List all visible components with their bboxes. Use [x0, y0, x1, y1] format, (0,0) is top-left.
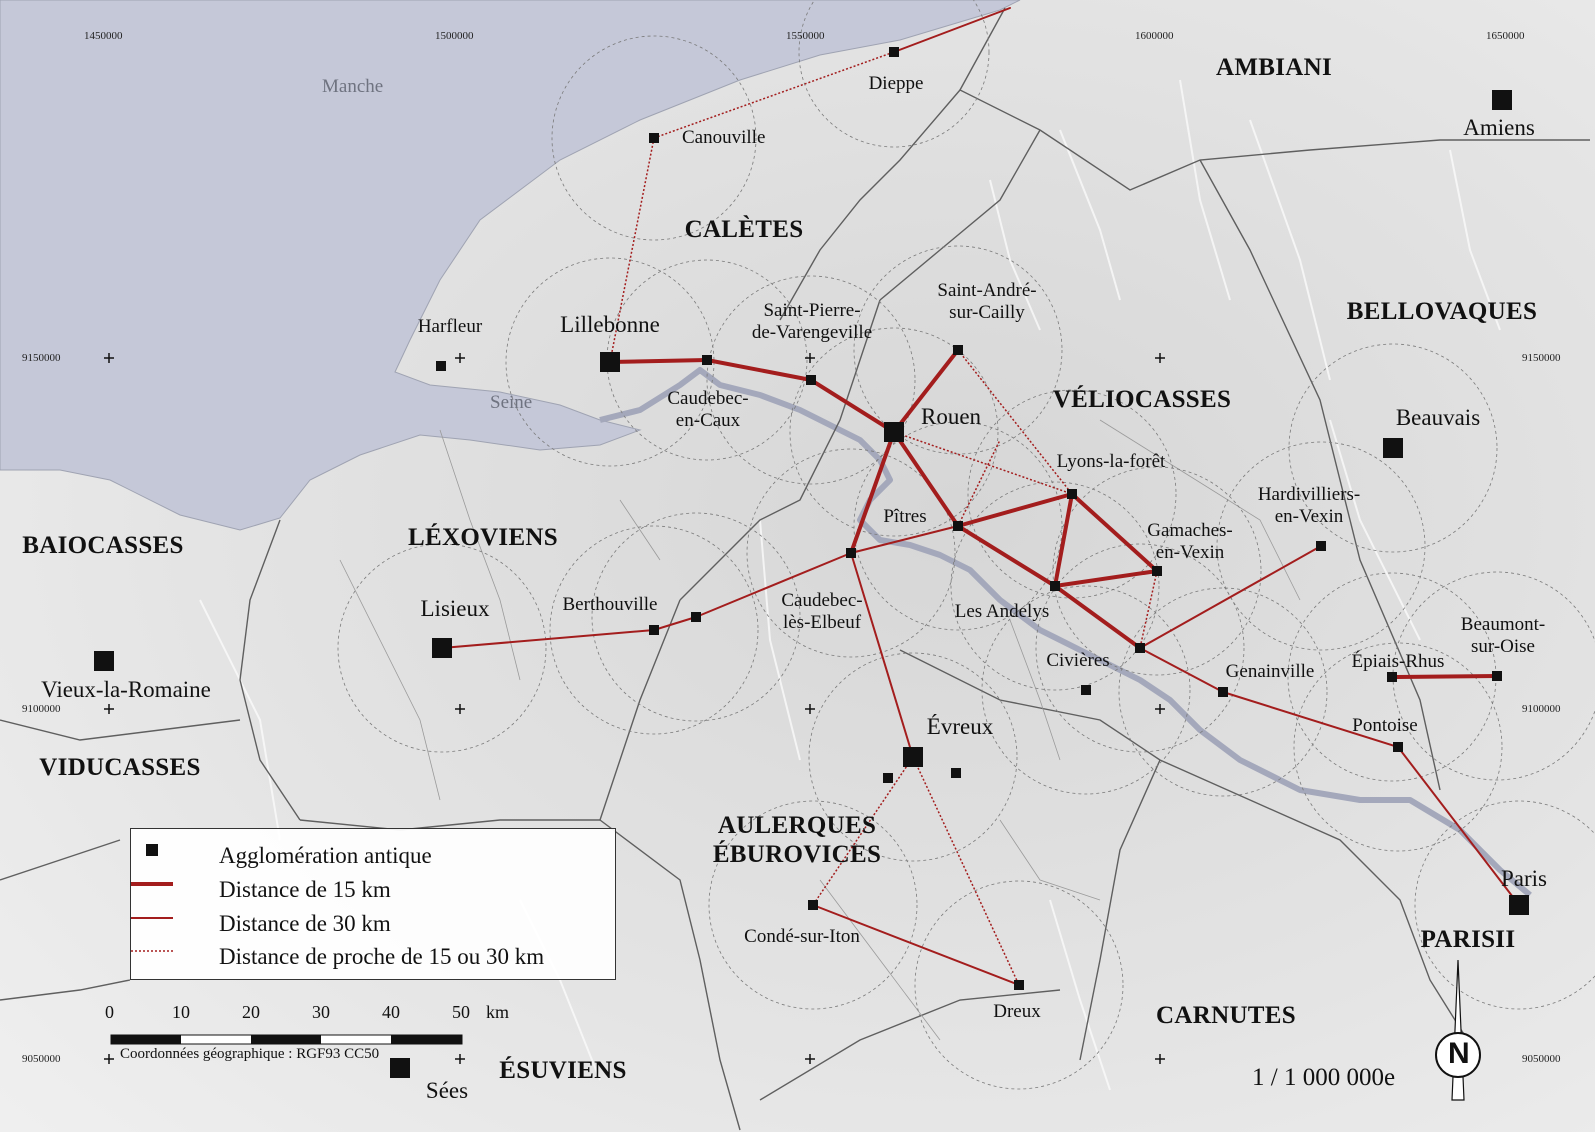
square-marker-icon — [146, 844, 158, 856]
place-label-lyons-la-foret: Lyons-la-forêt — [1056, 451, 1166, 472]
tribal-boundaries — [0, 7, 1590, 1131]
routes-30km — [441, 7, 1520, 986]
place-label-les-andelys: Les Andelys — [954, 601, 1050, 622]
legend-item-15km: Distance de 15 km — [131, 875, 615, 905]
tribe-label-baiocasses: BAIOCASSES — [22, 532, 184, 559]
place-label-hardivilliers-en-vexin: Hardivilliers- en-Vexin — [1257, 484, 1361, 527]
place-label-pitres: Pîtres — [883, 506, 927, 527]
place-label-paris: Paris — [1501, 866, 1547, 891]
place-label-beaumont-sur-oise: Beaumont- sur-Oise — [1460, 614, 1546, 657]
tribe-label-veliocasses: VÉLIOCASSES — [1052, 386, 1232, 413]
place-label-civieres: Civières — [1046, 650, 1110, 671]
coord-label-y: 9050000 — [1522, 1053, 1561, 1065]
tribe-label-aulerques-eburovices: AULERQUES ÉBUROVICES — [712, 812, 882, 868]
place-label-pontoise: Pontoise — [1352, 715, 1418, 736]
scale-ratio: 1 / 1 000 000e — [1252, 1064, 1396, 1091]
place-label-beauvais: Beauvais — [1395, 405, 1481, 430]
legend-item-agglomeration: Agglomération antique — [131, 841, 615, 871]
scale-tick-label: 20 — [242, 1002, 260, 1022]
coord-label-x: 1550000 — [786, 30, 825, 42]
river-label: Seine — [490, 392, 533, 413]
tribe-label-bellovaques: BELLOVAQUES — [1346, 298, 1538, 325]
legend-label: Distance de 15 km — [219, 877, 391, 902]
tribe-label-parisii: PARISII — [1420, 926, 1516, 953]
coord-label-x: 1600000 — [1135, 30, 1174, 42]
scale-tick-label: 30 — [312, 1002, 330, 1022]
legend-label: Distance de 30 km — [219, 911, 391, 936]
place-label-genainville: Genainville — [1225, 661, 1315, 682]
coord-label-y: 9050000 — [22, 1053, 61, 1065]
north-arrow-icon — [1435, 959, 1481, 1101]
tribe-label-caletes: CALÈTES — [684, 216, 804, 243]
place-label-harfleur: Harfleur — [417, 316, 483, 337]
place-label-vieux-la-romaine: Vieux-la-Romaine — [41, 677, 211, 702]
map-legend: Agglomération antique Distance de 15 km … — [130, 828, 616, 980]
north-label: N — [1448, 1037, 1470, 1070]
scale-tick-label: 40 — [382, 1002, 400, 1022]
place-label-caudebec-les-elbeuf: Caudebec- lès-Elbeuf — [781, 590, 863, 633]
legend-label: Agglomération antique — [219, 843, 432, 868]
place-label-dreux: Dreux — [993, 1001, 1041, 1022]
place-label-evreux: Évreux — [926, 714, 994, 739]
legend-label: Distance de proche de 15 ou 30 km — [219, 944, 545, 969]
scale-unit-label: km — [486, 1002, 510, 1022]
scale-tick-label: 0 — [105, 1002, 114, 1022]
tribe-label-ambiani: AMBIANI — [1216, 54, 1332, 81]
scale-tick-label: 10 — [172, 1002, 190, 1022]
coord-label-y: 9150000 — [1522, 352, 1561, 364]
thin-line-icon — [131, 917, 173, 919]
place-label-epiais-rhus: Épiais-Rhus — [1351, 651, 1445, 672]
thick-line-icon — [131, 882, 173, 886]
place-label-berthouville: Berthouville — [562, 594, 658, 615]
coord-label-y: 9100000 — [1522, 703, 1561, 715]
routes-near — [609, 51, 1158, 986]
place-label-conde-sur-iton: Condé-sur-Iton — [744, 926, 860, 947]
place-label-dieppe: Dieppe — [868, 73, 924, 94]
admin-lines — [339, 419, 1301, 1041]
place-label-sees: Sées — [425, 1078, 469, 1103]
place-label-gamaches-en-vexin: Gamaches- en-Vexin — [1147, 520, 1233, 563]
routes-15km — [608, 348, 1499, 679]
place-label-saint-pierre-de-varengeville: Saint-Pierre- de-Varengeville — [751, 300, 873, 343]
legend-item-near: Distance de proche de 15 ou 30 km — [131, 942, 615, 972]
coord-label-x: 1650000 — [1486, 30, 1525, 42]
coord-label-y: 9150000 — [22, 352, 61, 364]
coordinate-system-note: Coordonnées géographique : RGF93 CC50 — [120, 1046, 380, 1062]
place-label-lillebonne: Lillebonne — [560, 312, 660, 337]
tribe-label-carnutes: CARNUTES — [1156, 1002, 1296, 1029]
dotted-line-icon — [131, 950, 173, 952]
place-label-rouen: Rouen — [921, 404, 982, 429]
place-label-caudebec-en-caux: Caudebec- en-Caux — [667, 388, 749, 431]
place-label-saint-andre-sur-cailly: Saint-André- sur-Cailly — [937, 280, 1037, 323]
tribe-label-viducasses: VIDUCASSES — [39, 754, 201, 781]
place-label-canouville: Canouville — [682, 127, 766, 148]
place-label-amiens: Amiens — [1463, 115, 1535, 140]
sea-label: Manche — [322, 76, 384, 97]
settlement-markers — [94, 47, 1529, 1078]
coord-label-x: 1500000 — [435, 30, 474, 42]
sea-area — [0, 0, 1021, 531]
coord-label-x: 1450000 — [84, 30, 123, 42]
seine-river — [599, 367, 1532, 898]
place-label-lisieux: Lisieux — [420, 596, 490, 621]
tribe-label-lexoviens: LÉXOVIENS — [408, 524, 558, 551]
tribe-label-esuviens: ÉSUVIENS — [499, 1057, 627, 1084]
legend-item-30km: Distance de 30 km — [131, 909, 615, 939]
scale-tick-label: 50 — [452, 1002, 470, 1022]
graticule-crosses — [104, 353, 1165, 1064]
scale-bar-graphic — [110, 1034, 463, 1045]
coord-label-y: 9100000 — [22, 703, 61, 715]
